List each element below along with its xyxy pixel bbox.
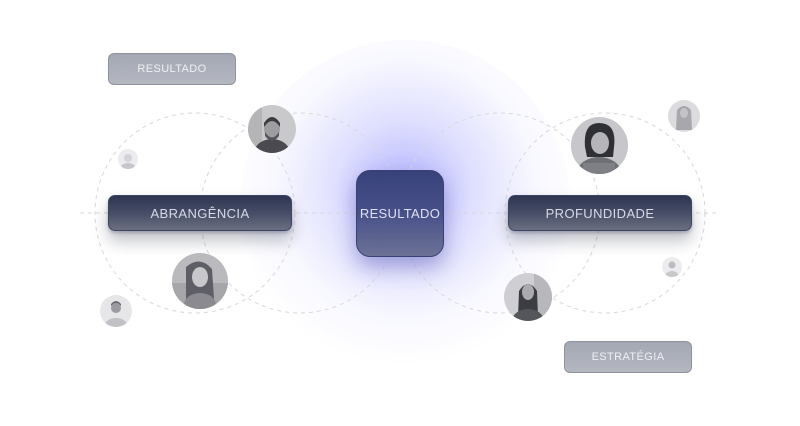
node-profundidade: PROFUNDIDADE xyxy=(508,195,692,231)
orbit-left-outer xyxy=(94,112,296,314)
center-node-label: RESULTADO xyxy=(359,206,441,221)
avatar-woman-right xyxy=(504,273,552,321)
avatar-woman-bob xyxy=(571,117,628,174)
avatar-woman-left xyxy=(172,253,228,309)
tag-estrategia-label: ESTRATÉGIA xyxy=(591,351,665,363)
tag-estrategia: ESTRATÉGIA xyxy=(564,341,692,373)
tag-resultado-label: RESULTADO xyxy=(137,63,207,75)
avatar-small-right-top xyxy=(668,100,700,132)
avatar-man-beard xyxy=(248,105,296,153)
tag-resultado: RESULTADO xyxy=(108,53,236,85)
node-abrangencia: ABRANGÊNCIA xyxy=(108,195,292,231)
avatar-small-left-bottom xyxy=(100,295,132,327)
avatar-small-right-bottom xyxy=(662,257,682,277)
node-profundidade-label: PROFUNDIDADE xyxy=(545,205,655,221)
node-abrangencia-label: ABRANGÊNCIA xyxy=(150,205,250,221)
center-node-resultado: RESULTADO xyxy=(356,170,444,257)
avatar-small-left-top xyxy=(118,149,138,169)
